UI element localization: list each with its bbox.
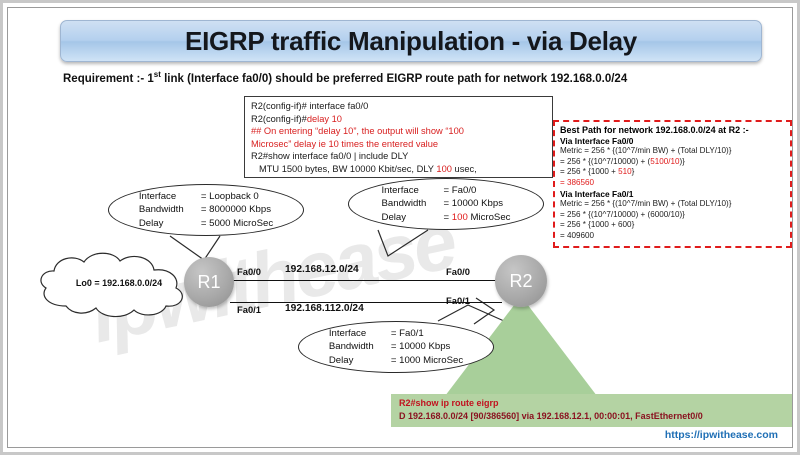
label-r2-fa00: Fa0/0 (446, 266, 470, 277)
cli-dly-value: 100 (436, 163, 452, 174)
best-path-fa01-line-3: = 256 * {1000 + 600} (560, 220, 635, 230)
fa00-key-bandwidth: Bandwidth (381, 198, 427, 210)
fa00-l3-red: 510 (618, 167, 632, 177)
fa01-val-bandwidth: = 10000 Kbps (390, 341, 451, 353)
lo-val-interface: = Loopback 0 (200, 190, 259, 202)
label-network-192-168-112: 192.168.112.0/24 (285, 303, 364, 314)
fa00-val-interface: = Fa0/0 (443, 184, 477, 196)
best-path-box: Best Path for network 192.168.0.0/24 at … (553, 120, 792, 248)
lo-val-delay: = 5000 MicroSec (200, 217, 274, 229)
cloud-label: Lo0 = 192.168.0.0/24 (75, 278, 163, 288)
slide-title-bar: EIGRP traffic Manipulation - via Delay (60, 20, 762, 62)
fa00-l2-red: 5100/10 (650, 156, 680, 166)
requirement-text: link (Interface fa0/0) should be preferr… (164, 72, 628, 85)
site-url-link[interactable]: https://ipwithease.com (664, 429, 778, 441)
fa00-val-delay-pre: = (443, 211, 452, 223)
fa00-val-delay-unit: MicroSec (467, 211, 511, 223)
cli-line-6: MTU 1500 bytes, BW 10000 Kbit/sec, DLY 1… (251, 163, 548, 176)
lo-key-delay: Delay (138, 217, 164, 229)
requirement-ordinal-suffix: st (153, 70, 161, 79)
callout-loopback0: Interface = Loopback 0 Bandwidth = 8000000… (108, 184, 304, 236)
lo-key-interface: Interface (138, 190, 177, 202)
fa00-l3-b: } (631, 167, 635, 177)
cli-prompt-2: R2(config-if)# (251, 113, 307, 124)
fa01-key-delay: Delay (328, 354, 354, 366)
cli-usec-text: usec, (451, 163, 477, 174)
best-path-fa01-line-2: = 256 * {(10^7/10000) + (6000/10)} (560, 209, 685, 219)
cli-cmd-delay: delay 10 (306, 113, 342, 124)
cli-note-line-1: ## On entering “delay 10”, the output wi… (251, 126, 464, 137)
fa01-val-delay: = 1000 MicroSec (390, 354, 464, 366)
cli-line-2: R2(config-if)#delay 10 (251, 113, 548, 126)
best-path-fa00-line-1: Metric = 256 * {(10^7/min BW) + (Total D… (560, 146, 732, 156)
fa00-l2-a: = 256 * {(10^7/10000) + ( (560, 156, 651, 166)
requirement-line: Requirement :- 1st link (Interface fa0/0… (63, 70, 627, 85)
callout-fa00-body: Interface = Fa0/0 Bandwidth = 10000 Kbps D… (382, 184, 511, 224)
route-output-command: R2#show ip route eigrp (399, 398, 499, 408)
cli-line-5: R2#show interface fa0/0 | include DLY (251, 151, 409, 162)
router-r1[interactable]: R1 (184, 257, 234, 307)
cloud-shape (40, 252, 183, 318)
best-path-fa01-line-1: Metric = 256 * {(10^7/min BW) + (Total D… (560, 199, 732, 209)
cli-config-box: R2(config-if)# interface fa0/0 R2(config… (244, 96, 553, 178)
lo-val-bandwidth: = 8000000 Kbps (200, 204, 272, 216)
page-title: EIGRP traffic Manipulation - via Delay (185, 25, 637, 56)
link-fa00-line (230, 280, 502, 281)
route-output-box: R2#show ip route eigrp D 192.168.0.0/24 … (391, 394, 792, 427)
label-r1-fa01: Fa0/1 (237, 304, 261, 315)
fa00-key-interface: Interface (381, 184, 419, 196)
requirement-label: Requirement :- (63, 72, 145, 85)
route-output-route: D 192.168.0.0/24 [90/386560] via 192.168… (399, 411, 703, 421)
callout-fa01-body: Interface = Fa0/1 Bandwidth = 10000 Kbps D… (329, 327, 463, 367)
fa00-val-bandwidth: = 10000 Kbps (443, 198, 503, 210)
label-r1-fa00: Fa0/0 (237, 266, 261, 277)
fa00-l3-a: = 256 * {1000 + (560, 167, 619, 177)
slide-canvas: ipwithease EIGRP traffic Manipulation - … (7, 7, 793, 448)
callout-loopback0-body: Interface = Loopback 0 Bandwidth = 8000000… (139, 190, 273, 230)
best-path-heading: Best Path for network 192.168.0.0/24 at … (560, 125, 749, 135)
callout-fa00: Interface = Fa0/0 Bandwidth = 10000 Kbps D… (348, 178, 544, 230)
fa01-key-bandwidth: Bandwidth (328, 341, 374, 353)
label-r2-fa01: Fa0/1 (446, 295, 470, 306)
fa01-val-interface: = Fa0/1 (390, 327, 424, 339)
best-path-fa01-metric: = 409600 (560, 230, 594, 240)
best-path-fa01-subheading: Via Interface Fa0/1 (560, 188, 634, 199)
best-path-fa00-line-2: = 256 * {(10^7/10000) + (5100/10)} (560, 157, 786, 168)
best-path-fa00-subheading: Via Interface Fa0/0 (560, 135, 634, 146)
requirement-ordinal: 1 (147, 72, 154, 85)
best-path-fa00-line-3: = 256 * {1000 + 510} (560, 167, 786, 178)
link-fa01-line (230, 302, 502, 303)
network-cloud: Lo0 = 192.168.0.0/24 (30, 248, 202, 322)
fa00-l2-b: )} (679, 156, 685, 166)
fa00-key-delay: Delay (381, 211, 407, 223)
cli-mtu-text: MTU 1500 bytes, BW 10000 Kbit/sec, DLY (259, 163, 437, 174)
lo-key-bandwidth: Bandwidth (138, 204, 184, 216)
cli-line-1: R2(config-if)# interface fa0/0 (251, 101, 369, 111)
router-r2[interactable]: R2 (495, 255, 547, 307)
cli-note-line-2: Microsec” delay ie 10 times the entered … (251, 138, 439, 149)
label-network-192-168-12: 192.168.12.0/24 (285, 264, 359, 275)
fa00-val-delay-number: 100 (451, 211, 468, 223)
fa01-key-interface: Interface (328, 327, 367, 339)
callout-fa01: Interface = Fa0/1 Bandwidth = 10000 Kbps D… (298, 321, 494, 373)
best-path-fa00-metric: = 386560 (560, 177, 594, 187)
